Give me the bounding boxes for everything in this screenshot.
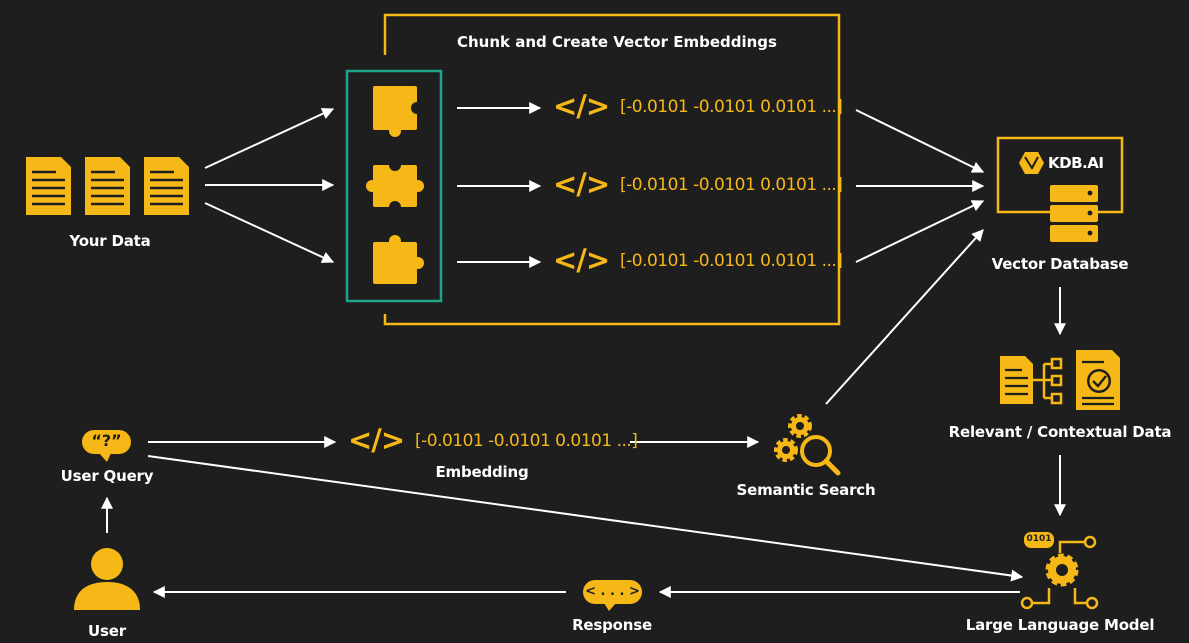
query-bubble-text: “?” xyxy=(91,431,122,450)
user-label: User xyxy=(88,622,126,640)
puzzle-piece-icon xyxy=(366,159,424,213)
code-icon: </> xyxy=(553,167,610,201)
puzzle-piece-icon xyxy=(373,235,424,284)
response-label: Response xyxy=(572,616,652,634)
chunk-vector: [-0.0101 -0.0101 0.0101 ...] xyxy=(620,175,843,195)
response-bubble-text: < . . . > xyxy=(585,584,640,599)
document-icon xyxy=(26,157,189,215)
chunk-box xyxy=(345,69,443,303)
puzzle-piece-icon xyxy=(373,86,423,137)
checklist-icon xyxy=(1076,350,1120,410)
speech-bubble-icon xyxy=(583,580,642,611)
diagram-title: Chunk and Create Vector Embeddings xyxy=(457,33,777,51)
brand-label: KDB.AI xyxy=(1048,154,1104,172)
user-query-label: User Query xyxy=(60,467,154,485)
chunk-vector: [-0.0101 -0.0101 0.0101 ...] xyxy=(620,251,843,271)
gear-search-icon xyxy=(774,414,841,476)
branch-connector-icon xyxy=(1033,357,1063,405)
user-icon xyxy=(74,548,140,610)
llm-badge-text: 0101 xyxy=(1026,534,1052,544)
document-icon xyxy=(1000,356,1033,404)
chip-gear-icon xyxy=(1020,535,1099,610)
query-vector: [-0.0101 -0.0101 0.0101 ...] xyxy=(415,431,638,451)
embedding-label: Embedding xyxy=(435,463,529,481)
database-icon xyxy=(1050,184,1098,242)
code-icon: </> xyxy=(348,423,405,457)
vector-database-label: Vector Database xyxy=(991,255,1129,273)
relevant-data-label: Relevant / Contextual Data xyxy=(948,423,1172,441)
code-icon: </> xyxy=(553,243,610,277)
your-data-label: Your Data xyxy=(69,232,151,250)
speech-bubble-icon xyxy=(82,430,131,462)
llm-badge xyxy=(1024,532,1054,548)
llm-label: Large Language Model xyxy=(965,616,1155,634)
semantic-search-label: Semantic Search xyxy=(736,481,876,499)
chunk-vector: [-0.0101 -0.0101 0.0101 ...] xyxy=(620,97,843,117)
chunk-group-frame xyxy=(383,13,841,326)
gear-icon xyxy=(1045,553,1079,587)
kdb-logo-icon xyxy=(1019,152,1044,174)
code-icon: </> xyxy=(553,89,610,123)
